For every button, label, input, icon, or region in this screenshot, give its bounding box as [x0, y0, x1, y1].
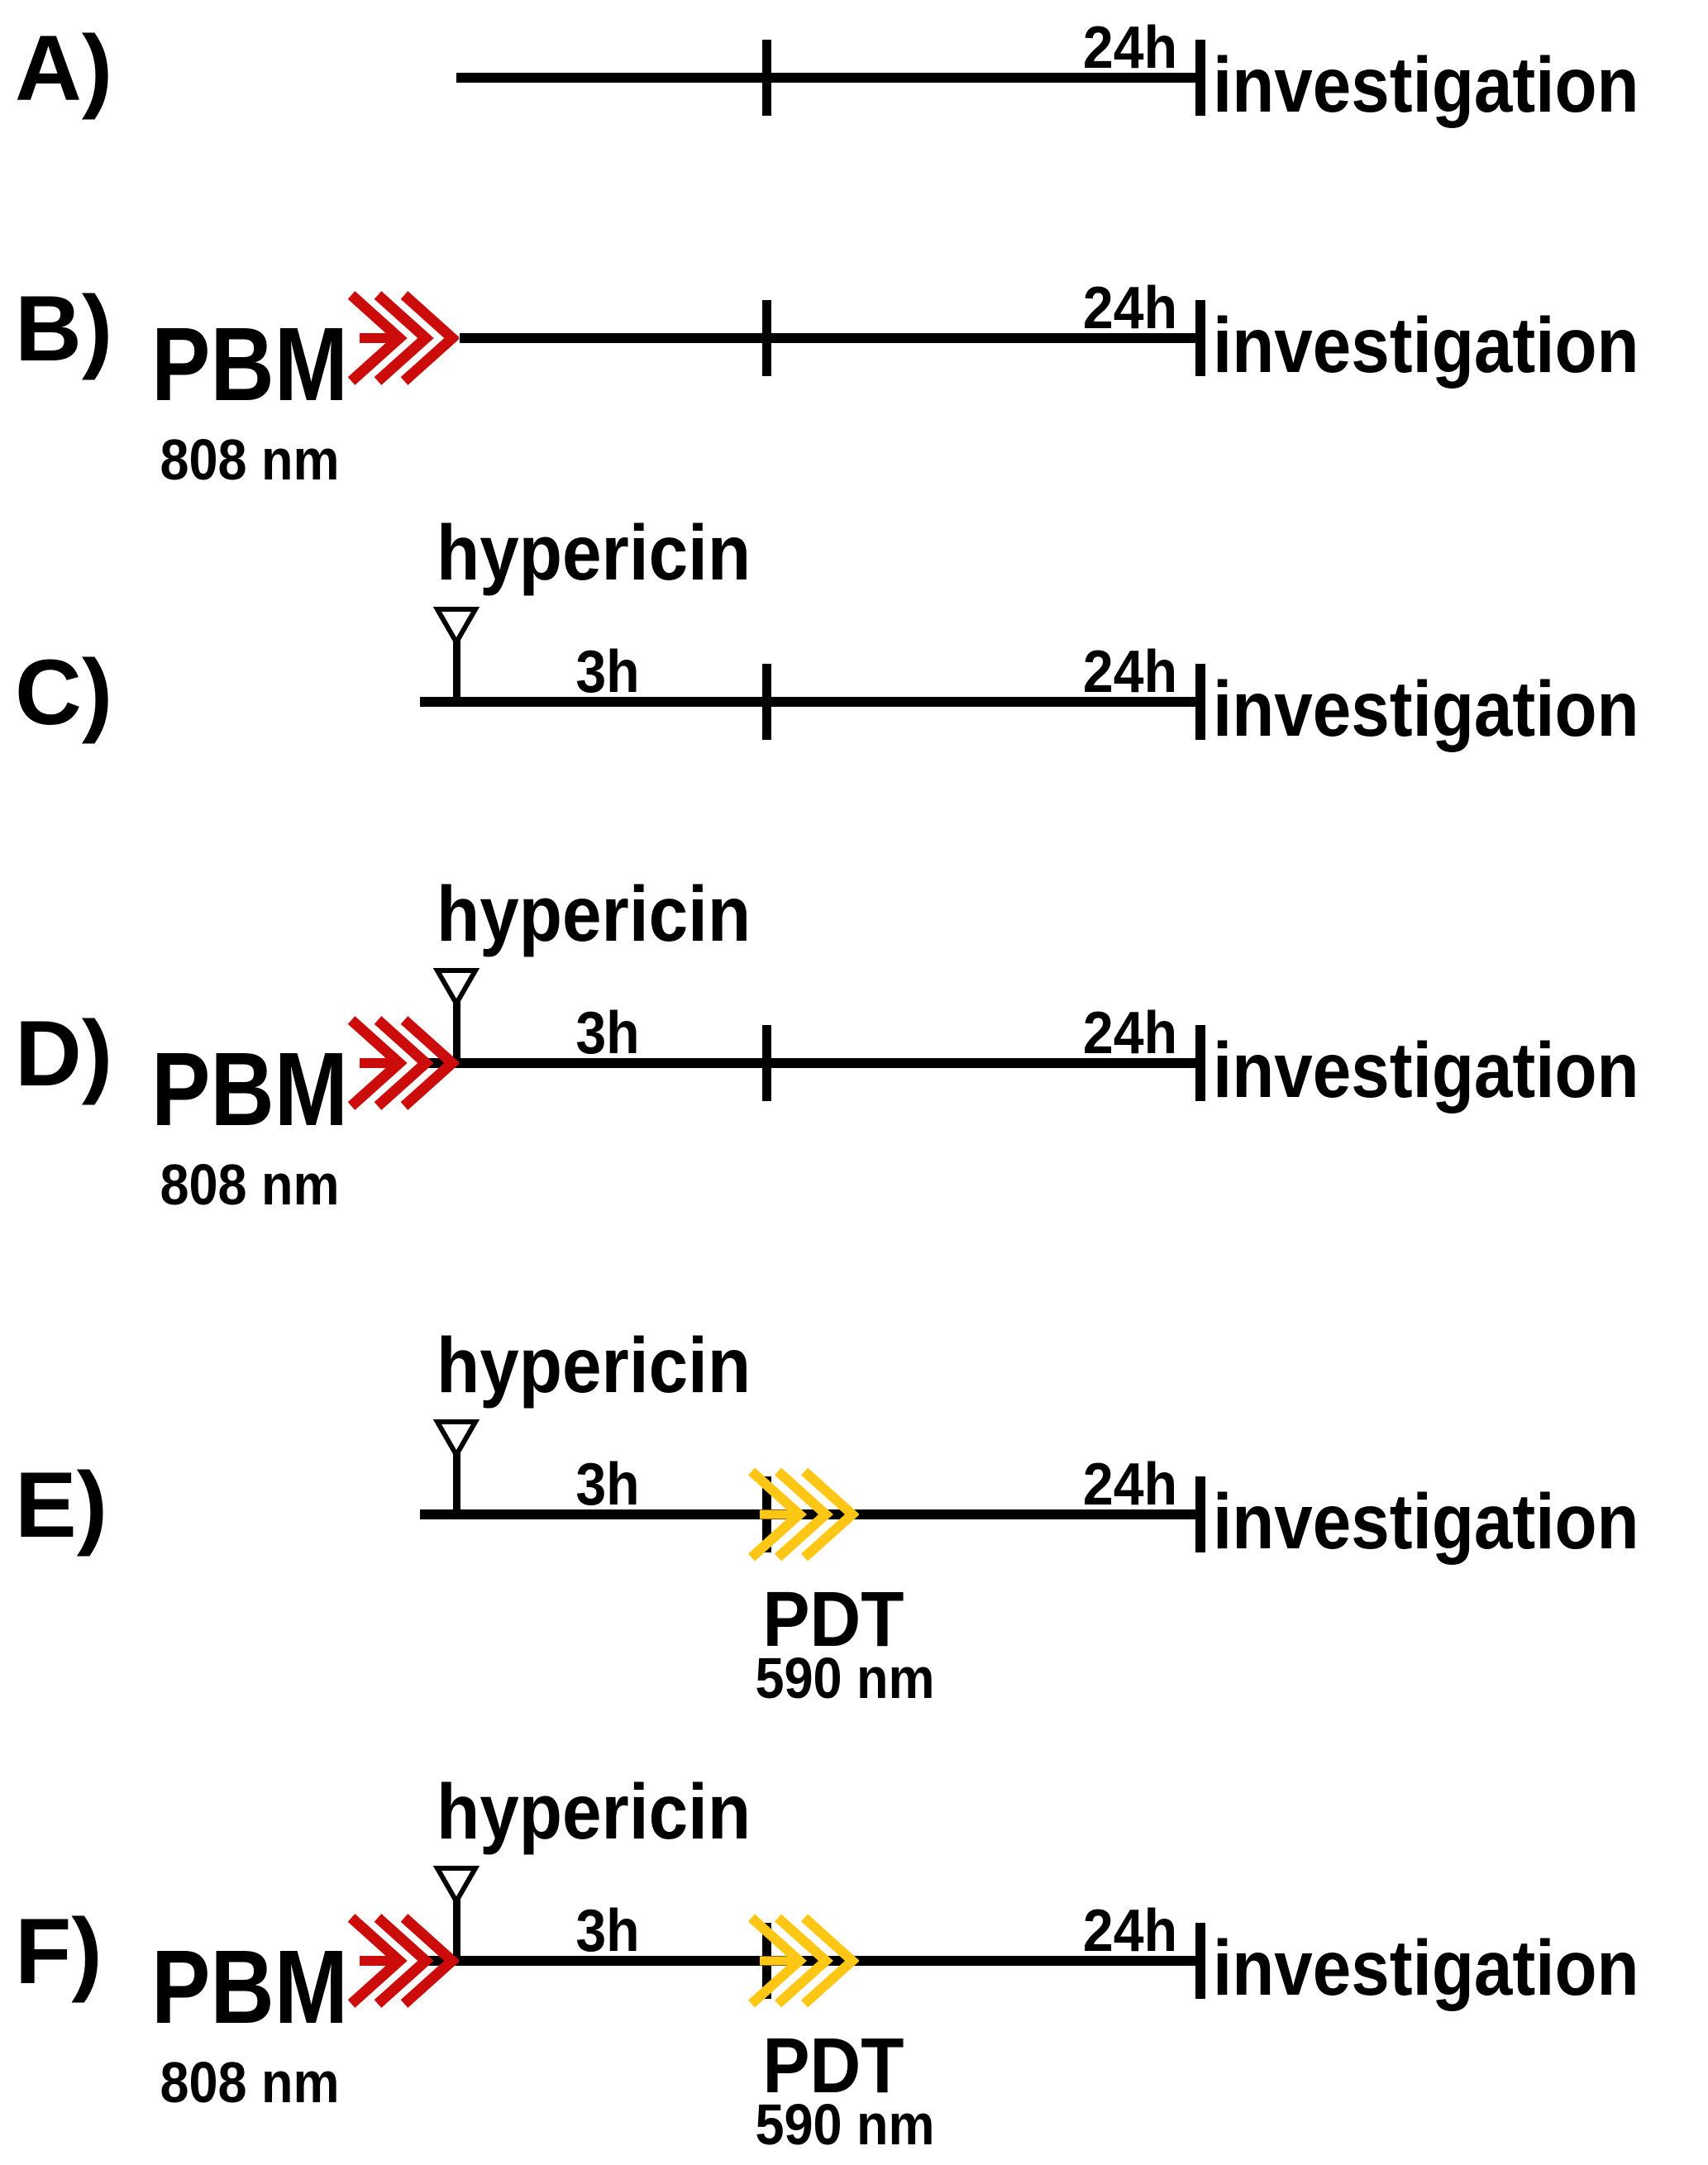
panel-label: B) — [15, 277, 113, 380]
pdt-wavelength-label: 590 nm — [755, 2092, 935, 2157]
investigation-label: investigation — [1213, 41, 1639, 129]
investigation-label: investigation — [1213, 1924, 1639, 2012]
timeline-midpoint-tick — [762, 300, 771, 376]
hypericin-open-triangle-down-marker — [433, 1866, 479, 1956]
timeline-line — [420, 697, 1205, 707]
pbm-wavelength-label: 808 nm — [160, 1152, 340, 1217]
timeline-end-tick — [1195, 1476, 1205, 1552]
interval-3h-label: 3h — [575, 1898, 640, 1964]
timeline-line — [456, 73, 1205, 83]
pdt-triple-chevron-right-icon — [748, 1467, 859, 1562]
pbm-wavelength-label: 808 nm — [160, 2050, 340, 2115]
panel-label: D) — [15, 1002, 113, 1105]
hypericin-label: hypericin — [437, 1768, 751, 1856]
interval-3h-label: 3h — [575, 639, 640, 705]
panel-label: E) — [15, 1453, 107, 1557]
pbm-triple-chevron-right-icon — [348, 1914, 459, 2008]
panel-e: E) hypericin 3h PDT 590 nm 24h investiga… — [0, 1320, 1708, 1709]
interval-24h-label: 24h — [1082, 15, 1177, 81]
pbm-triple-chevron-right-icon — [348, 1016, 459, 1110]
timeline-midpoint-tick — [762, 1025, 771, 1101]
investigation-label: investigation — [1213, 1027, 1639, 1114]
hypericin-open-triangle-down-marker — [433, 607, 479, 697]
pbm-triple-chevron-right-icon — [348, 291, 459, 385]
pdt-wavelength-label: 590 nm — [755, 1646, 935, 1710]
panel-label: C) — [15, 641, 113, 744]
interval-24h-label: 24h — [1082, 1898, 1177, 1964]
timeline-line — [423, 1058, 1205, 1068]
interval-24h-label: 24h — [1082, 639, 1177, 705]
timeline-midpoint-tick — [762, 664, 771, 740]
timeline-end-tick — [1195, 40, 1205, 116]
hypericin-label: hypericin — [437, 1322, 751, 1409]
interval-24h-label: 24h — [1082, 1452, 1177, 1518]
panel-b: B) PBM 808 nm 24h investigation — [0, 144, 1708, 532]
pdt-label: PDT — [762, 2022, 904, 2110]
interval-3h-label: 3h — [575, 1452, 640, 1518]
pbm-label: PBM — [151, 306, 348, 422]
panel-a: A) 24h investigation — [0, 0, 1708, 272]
timeline-end-tick — [1195, 664, 1205, 740]
panel-f: F) PBM 808 nm hypericin 3h PDT 590 nm 24… — [0, 1767, 1708, 2155]
pbm-wavelength-label: 808 nm — [160, 427, 340, 492]
timeline-midpoint-tick — [762, 40, 771, 116]
timeline-end-tick — [1195, 300, 1205, 376]
timeline-end-tick — [1195, 1923, 1205, 1999]
hypericin-open-triangle-down-marker — [433, 968, 479, 1058]
panel-label: A) — [15, 17, 113, 120]
investigation-label: investigation — [1213, 302, 1639, 389]
timeline-end-tick — [1195, 1025, 1205, 1101]
timeline-line — [423, 1956, 1205, 1966]
panel-label: F) — [15, 1900, 103, 2003]
pbm-label: PBM — [151, 1031, 348, 1147]
panel-d: D) PBM 808 nm hypericin 3h 24h investiga… — [0, 869, 1708, 1257]
pbm-label: PBM — [151, 1929, 348, 2045]
interval-24h-label: 24h — [1082, 275, 1177, 341]
interval-3h-label: 3h — [575, 1000, 640, 1066]
hypericin-label: hypericin — [437, 509, 751, 597]
pdt-label: PDT — [762, 1576, 904, 1663]
interval-24h-label: 24h — [1082, 1000, 1177, 1066]
hypericin-label: hypericin — [437, 870, 751, 958]
hypericin-open-triangle-down-marker — [433, 1419, 479, 1509]
pdt-triple-chevron-right-icon — [748, 1914, 859, 2008]
timeline-line — [460, 333, 1205, 343]
investigation-label: investigation — [1213, 1478, 1639, 1566]
timeline-line — [420, 1509, 1205, 1519]
investigation-label: investigation — [1213, 665, 1639, 753]
panel-c: C) hypericin 3h 24h investigation — [0, 508, 1708, 896]
